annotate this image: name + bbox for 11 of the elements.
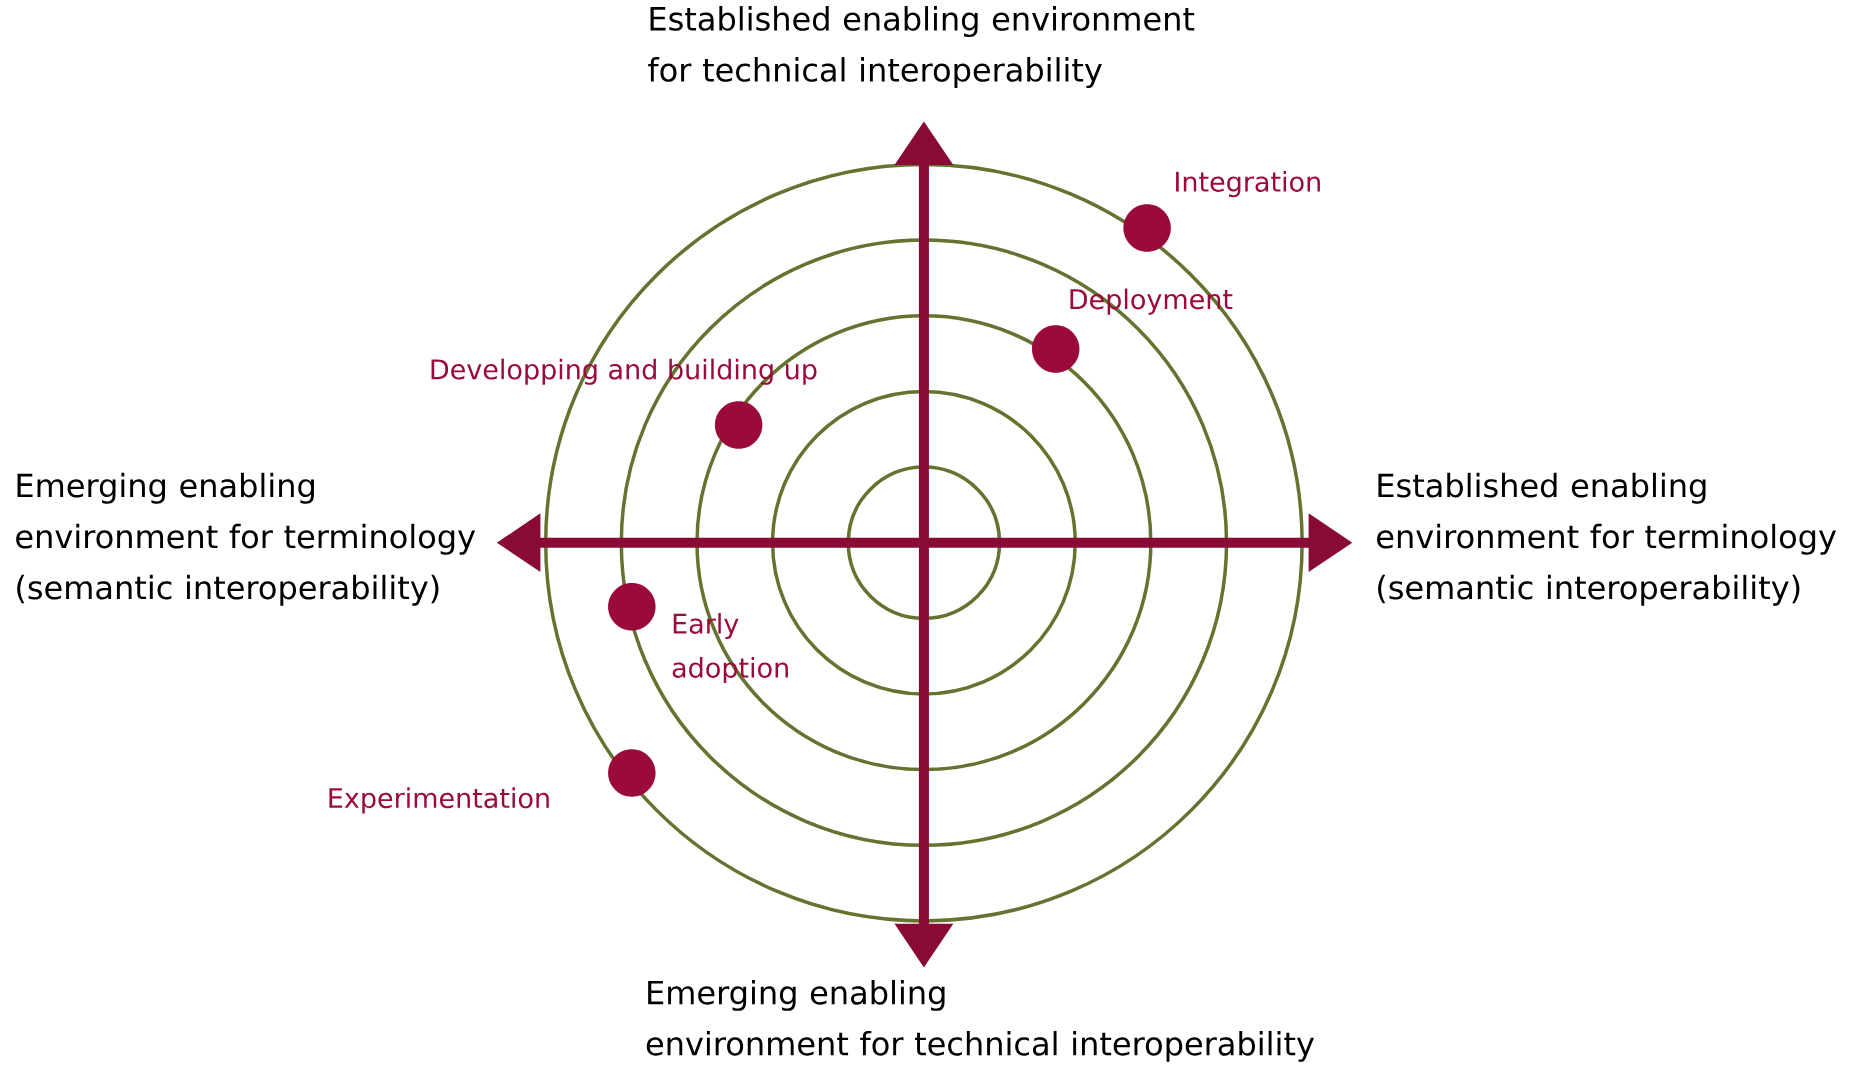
stage-dot (608, 583, 656, 631)
axis-label: Established enabling environment for technical interoperability (648, 6, 1195, 89)
stage-label: Experimentation (329, 787, 549, 814)
stage-dot (1123, 204, 1171, 252)
stage-dot (608, 749, 656, 797)
stage-dot (1031, 325, 1080, 373)
axis-label: Emerging enabling environment for terminology (semantic interoperability) (16, 472, 476, 606)
stage-dot (714, 401, 763, 449)
stage-label: Integration (1176, 171, 1320, 198)
axis-label: Emerging enabling environment for technical interoperability (646, 979, 1314, 1062)
axis-label: Established enabling environment for terminology (semantic interoperability) (1377, 472, 1837, 606)
